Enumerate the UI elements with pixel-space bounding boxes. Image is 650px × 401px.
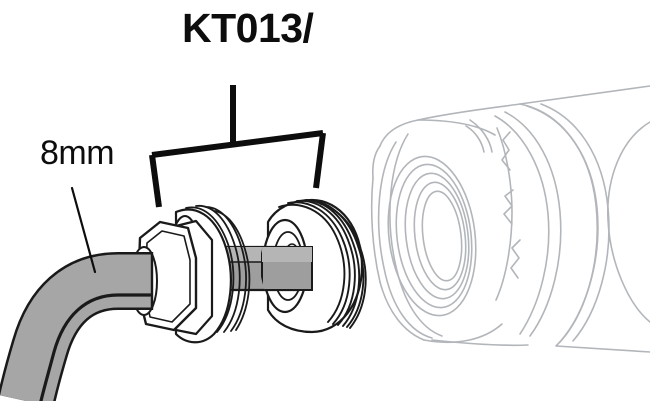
hose xyxy=(0,252,154,401)
hose-size-leader-line xyxy=(70,186,97,274)
hose-size-label: 8mm xyxy=(40,134,115,172)
part-number-label: KT013/ xyxy=(182,5,314,51)
kt013-bracket xyxy=(149,85,326,208)
hose-through-barrel xyxy=(261,246,313,291)
pump-housing xyxy=(370,85,650,353)
